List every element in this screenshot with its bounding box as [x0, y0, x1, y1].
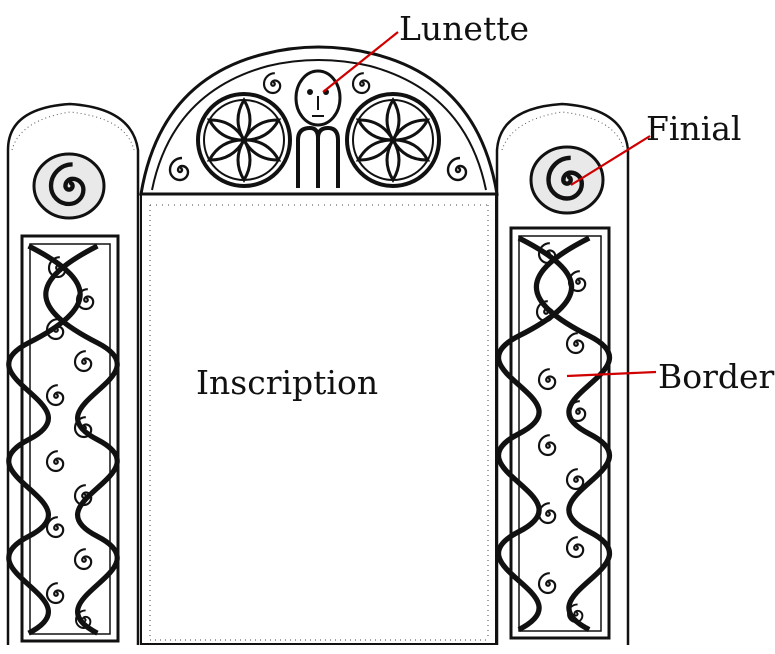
- left-border-panel: [9, 236, 118, 641]
- inscription-panel: [141, 192, 496, 644]
- inscription-label: Inscription: [196, 366, 378, 399]
- border-label: Border: [658, 360, 774, 393]
- finial-label: Finial: [646, 112, 742, 145]
- left-finial-spiral: [34, 154, 104, 218]
- face-icon: [296, 71, 340, 125]
- left-pillar: [8, 104, 138, 645]
- right-border-panel: [498, 228, 609, 638]
- right-finial-spiral: [531, 147, 603, 213]
- lunette-arch: [141, 47, 497, 194]
- lunette-label: Lunette: [399, 12, 529, 45]
